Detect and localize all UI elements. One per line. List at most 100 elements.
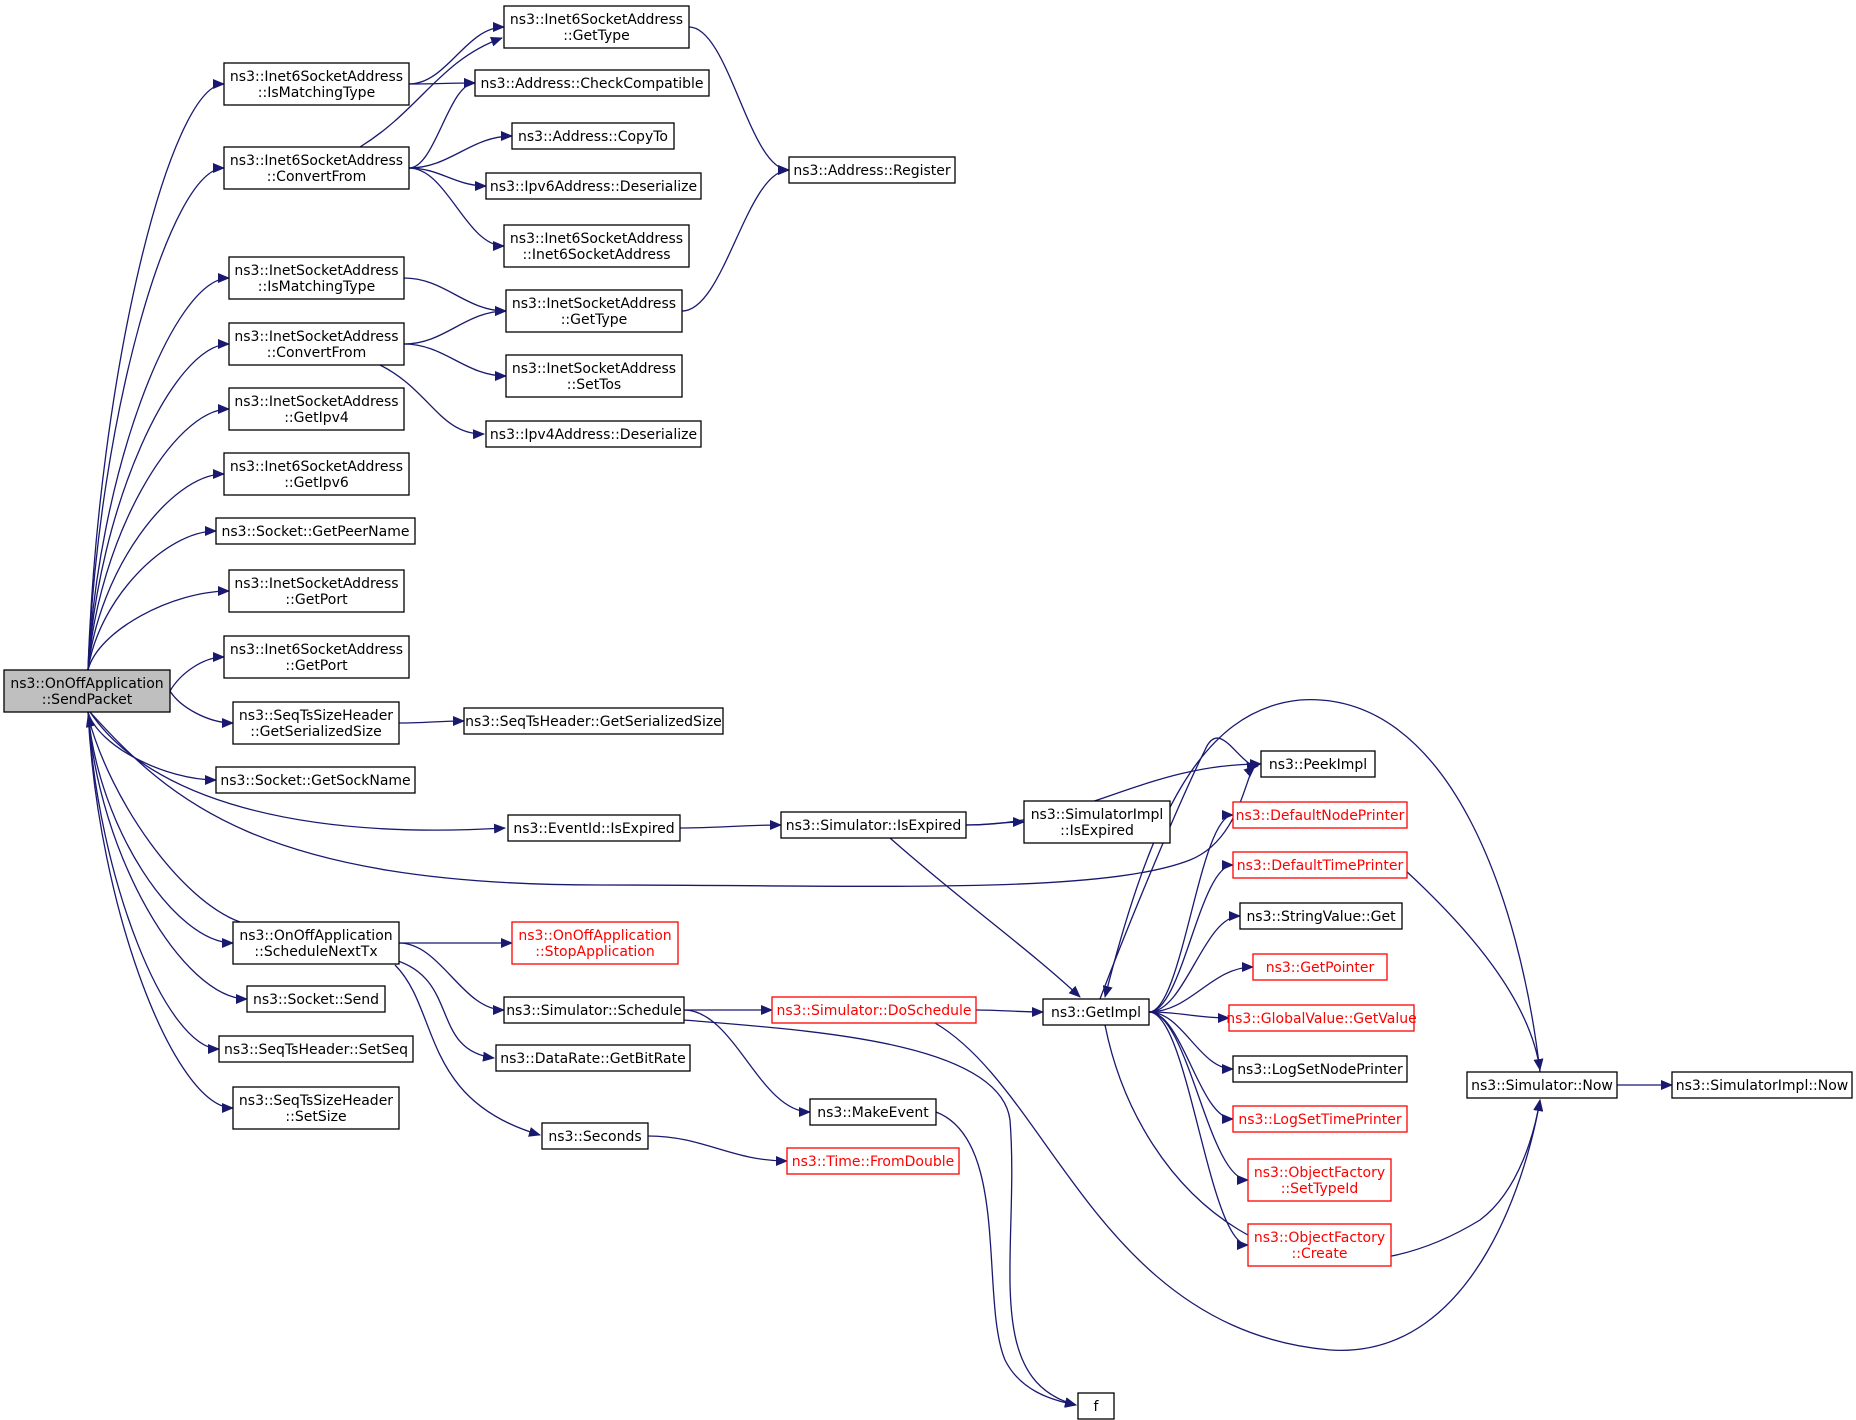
node-i6-gettype[interactable]: ns3::Inet6SocketAddress::GetType [503, 5, 690, 49]
edge-sendpacket-to-getpeername [87, 526, 217, 671]
node-box [1671, 1071, 1853, 1099]
edge-i6-convert-to-copyto [408, 131, 513, 169]
edge-sim-schedule-to-f [683, 1019, 1077, 1408]
node-i4-getport[interactable]: ns3::InetSocketAddress::GetPort [228, 569, 405, 613]
node-setsize[interactable]: ns3::SeqTsSizeHeader::SetSize [232, 1086, 400, 1130]
node-box [223, 635, 410, 679]
node-seqts-getsize[interactable]: ns3::SeqTsSizeHeader::GetSerializedSize [232, 701, 400, 745]
node-schedulenexttx[interactable]: ns3::OnOffApplication::ScheduleNextTx [232, 921, 400, 965]
node-getimpl[interactable]: ns3::GetImpl [1042, 998, 1150, 1026]
node-register[interactable]: ns3::Address::Register [788, 156, 956, 184]
node-sim-now[interactable]: ns3::Simulator::Now [1466, 1071, 1618, 1099]
node-box [1239, 902, 1403, 930]
edge-i4-convert-to-ipv4deser [379, 364, 485, 440]
node-sim-schedule[interactable]: ns3::Simulator::Schedule [503, 996, 685, 1024]
node-label: ::GetType [561, 312, 628, 328]
node-label: ::IsMatchingType [258, 85, 375, 101]
node-objfact-create[interactable]: ns3::ObjectFactory::Create [1247, 1223, 1392, 1267]
node-settos[interactable]: ns3::InetSocketAddress::SetTos [505, 354, 683, 398]
node-label: ns3::Simulator::DoSchedule [777, 1003, 972, 1019]
node-label: ns3::Socket::GetPeerName [222, 524, 410, 540]
node-copyto[interactable]: ns3::Address::CopyTo [511, 122, 675, 150]
node-seconds[interactable]: ns3::Seconds [541, 1122, 649, 1150]
node-i6-ismatch[interactable]: ns3::Inet6SocketAddress::IsMatchingType [223, 62, 410, 106]
node-stopapp[interactable]: ns3::OnOffApplication::StopApplication [511, 921, 679, 965]
node-fromdouble[interactable]: ns3::Time::FromDouble [786, 1147, 960, 1175]
node-box [1466, 1071, 1618, 1099]
node-logsetnode[interactable]: ns3::LogSetNodePrinter [1232, 1055, 1408, 1083]
node-box [511, 921, 679, 965]
node-label: ns3::Inet6SocketAddress [230, 153, 403, 169]
node-getbitrate[interactable]: ns3::DataRate::GetBitRate [495, 1044, 691, 1072]
edge-schedulenexttx-to-seconds [394, 964, 541, 1137]
node-label: ns3::InetSocketAddress [234, 329, 398, 345]
node-logsettime[interactable]: ns3::LogSetTimePrinter [1232, 1105, 1408, 1133]
edge-i4-gettype-to-register [681, 165, 790, 312]
edge-getimpl-to-objfact-create [1148, 1011, 1249, 1250]
node-label: ns3::Address::CopyTo [518, 129, 668, 145]
edge-sendpacket-to-i4-getport [87, 586, 230, 671]
node-ipv6deser[interactable]: ns3::Ipv6Address::Deserialize [485, 172, 702, 200]
node-getpointer[interactable]: ns3::GetPointer [1252, 953, 1388, 981]
edge-sendpacket-to-peekimpl [89, 711, 1256, 887]
edge-sendpacket-to-seqts-getsize [169, 690, 234, 728]
node-objfact-settypeid[interactable]: ns3::ObjectFactory::SetTypeId [1247, 1158, 1392, 1202]
node-i6-getport[interactable]: ns3::Inet6SocketAddress::GetPort [223, 635, 410, 679]
edge-getimpl-to-logsetnode [1148, 1011, 1234, 1074]
node-label: ns3::MakeEvent [817, 1105, 929, 1121]
node-i4-convert[interactable]: ns3::InetSocketAddress::ConvertFrom [228, 322, 405, 366]
node-sendpacket[interactable]: ns3::OnOffApplication::SendPacket [3, 669, 171, 713]
node-label: ns3::Inet6SocketAddress [510, 12, 683, 28]
node-ipv4deser[interactable]: ns3::Ipv4Address::Deserialize [485, 420, 702, 448]
node-setseq[interactable]: ns3::SeqTsHeader::SetSeq [218, 1035, 414, 1063]
node-doschedule[interactable]: ns3::Simulator::DoSchedule [771, 996, 977, 1024]
edge-i6-convert-to-ipv6deser [408, 167, 487, 191]
node-i6-convert[interactable]: ns3::Inet6SocketAddress::ConvertFrom [223, 146, 410, 190]
node-label: ns3::InetSocketAddress [234, 576, 398, 592]
edge-getimpl-to-peekimpl [1099, 737, 1259, 1000]
node-label: ns3::SeqTsHeader::SetSeq [224, 1042, 408, 1058]
node-label: ns3::SimulatorImpl::Now [1676, 1078, 1849, 1094]
node-label: ns3::Simulator::Now [1471, 1078, 1613, 1094]
node-box [246, 985, 386, 1013]
node-i4-gettype[interactable]: ns3::InetSocketAddress::GetType [505, 289, 683, 333]
node-f[interactable]: f [1077, 1392, 1115, 1420]
node-box [218, 1035, 414, 1063]
edge-schedulenexttx-to-sim-schedule [398, 942, 505, 1015]
node-socketsend[interactable]: ns3::Socket::Send [246, 985, 386, 1013]
node-i4-ismatch[interactable]: ns3::InetSocketAddress::IsMatchingType [228, 256, 405, 300]
node-label: ::GetType [563, 28, 630, 44]
node-peekimpl[interactable]: ns3::PeekImpl [1260, 750, 1376, 778]
node-makeevent[interactable]: ns3::MakeEvent [809, 1098, 937, 1126]
node-simimpl-now[interactable]: ns3::SimulatorImpl::Now [1671, 1071, 1853, 1099]
node-box [223, 62, 410, 106]
node-label: ns3::GetImpl [1051, 1005, 1141, 1021]
node-label: ::Create [1292, 1246, 1348, 1262]
node-globalgetvalue[interactable]: ns3::GlobalValue::GetValue [1226, 1004, 1417, 1032]
node-eventid-expired[interactable]: ns3::EventId::IsExpired [507, 814, 681, 842]
node-label: ns3::SeqTsSizeHeader [239, 1093, 393, 1109]
edge-doschedule-to-getimpl [975, 1006, 1044, 1017]
node-label: ns3::OnOffApplication [10, 676, 163, 692]
edge-getimpl-to-globalgetvalue [1148, 1011, 1230, 1023]
node-deftimeprinter[interactable]: ns3::DefaultTimePrinter [1232, 851, 1408, 879]
node-seqts-hdr-size[interactable]: ns3::SeqTsHeader::GetSerializedSize [463, 707, 724, 735]
node-i6-ctor[interactable]: ns3::Inet6SocketAddress::Inet6SocketAddr… [503, 224, 690, 268]
node-i4-getipv4[interactable]: ns3::InetSocketAddress::GetIpv4 [228, 387, 405, 431]
node-sim-isexpired[interactable]: ns3::Simulator::IsExpired [780, 811, 967, 839]
node-box [474, 69, 710, 97]
node-box [1232, 1055, 1408, 1083]
node-checkcompat[interactable]: ns3::Address::CheckCompatible [474, 69, 710, 97]
node-getpeername[interactable]: ns3::Socket::GetPeerName [215, 517, 416, 545]
node-label: ::SetTypeId [1281, 1181, 1359, 1197]
edge-sim-schedule-to-makeevent [683, 1009, 811, 1117]
node-simimpl-isexpired[interactable]: ns3::SimulatorImpl::IsExpired [1023, 800, 1171, 844]
node-box [503, 996, 685, 1024]
node-stringvalueget[interactable]: ns3::StringValue::Get [1239, 902, 1403, 930]
edge-deftimeprinter-to-sim-now [1404, 869, 1544, 1071]
node-getsockname[interactable]: ns3::Socket::GetSockName [215, 766, 416, 794]
node-defnodeprinter[interactable]: ns3::DefaultNodePrinter [1232, 801, 1408, 829]
node-i6-getipv6[interactable]: ns3::Inet6SocketAddress::GetIpv6 [223, 452, 410, 496]
node-box [503, 5, 690, 49]
edge-i6-convert-to-i6-ctor [408, 167, 505, 251]
